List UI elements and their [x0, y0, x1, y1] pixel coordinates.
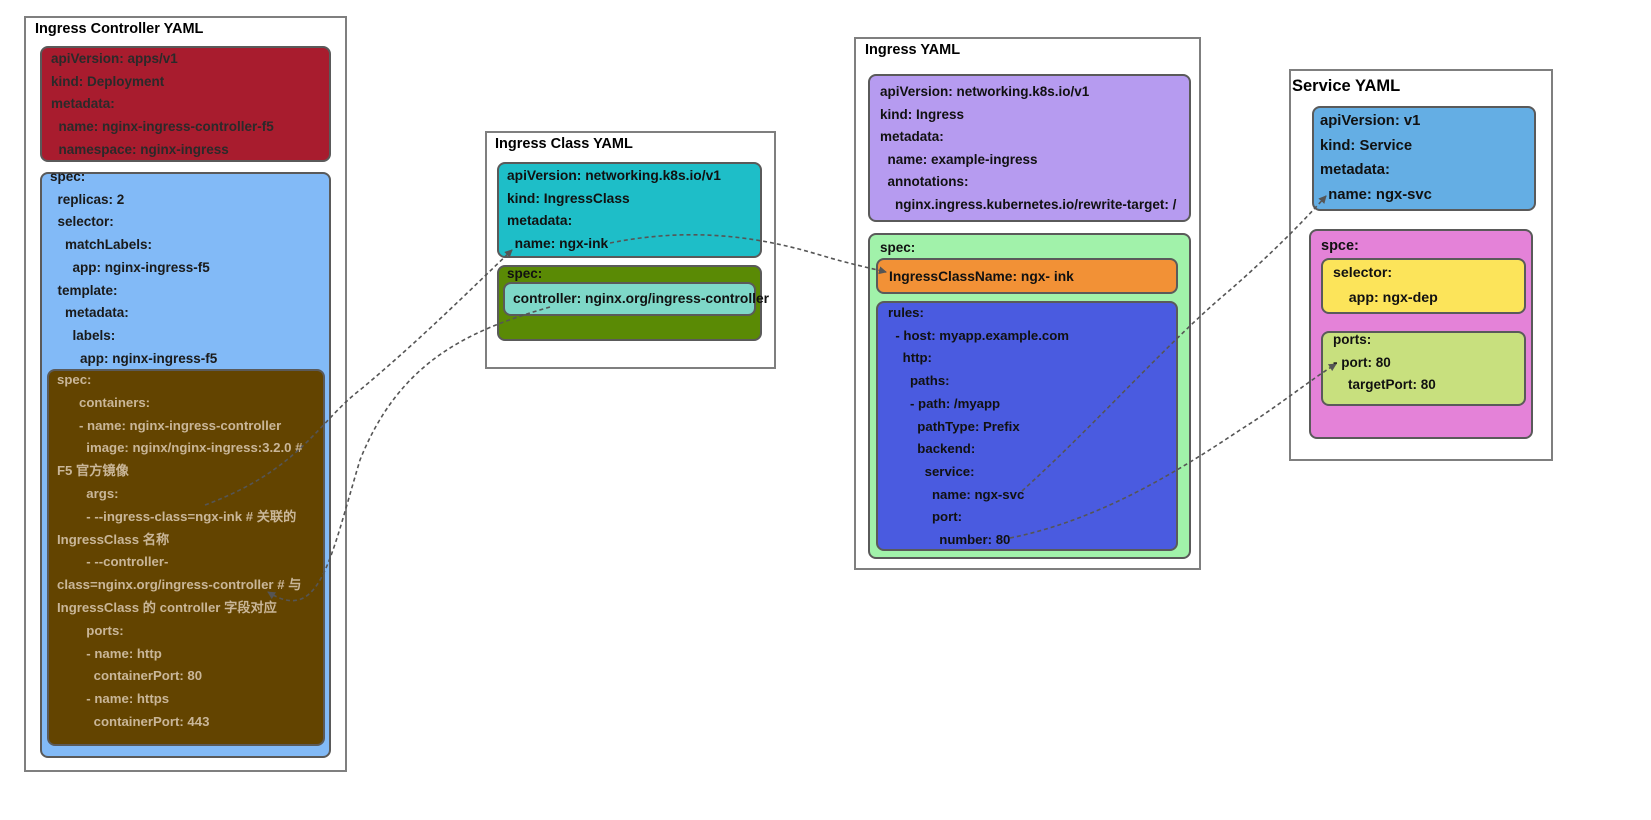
- ctrl-spec-line: selector:: [50, 214, 114, 230]
- svc-ports-line: targetPort: 80: [1333, 377, 1436, 392]
- ingress-frame-title: Ingress YAML: [865, 42, 961, 58]
- ing-rules-line: - host: myapp.example.com: [888, 327, 1070, 343]
- ctrl-meta-line: name: nginx-ingress-controller-f5: [51, 119, 274, 135]
- ing-spec-line: spec:: [880, 240, 916, 255]
- ctrl-pod-spec-line: IngressClass 名称: [57, 531, 170, 547]
- ic-meta-line: kind: IngressClass: [507, 190, 630, 206]
- svc-meta-line: apiVersion: v1: [1320, 113, 1421, 129]
- ing-rules-line: backend:: [888, 441, 976, 457]
- ing-rules-line: port:: [888, 509, 962, 525]
- ctrl-pod-spec-line: args:: [57, 486, 119, 501]
- ctrl-spec-line: app: nginx-ingress-f5: [50, 350, 218, 366]
- ingress-class-frame-title: Ingress Class YAML: [495, 136, 633, 152]
- ctrl-meta-line: kind: Deployment: [51, 73, 165, 89]
- ctrl-pod-spec-line: - name: https: [57, 691, 170, 707]
- svc-selector-line: app: ngx-dep: [1333, 289, 1438, 306]
- ctrl-pod-spec-line: - name: http: [57, 645, 162, 661]
- ctrl-pod-spec-line: spec:: [57, 372, 92, 387]
- ctrl-pod-spec-line: - name: nginx-ingress-controller: [57, 417, 282, 433]
- ing-rules-line: - path: /myapp: [888, 395, 1001, 411]
- ctrl-pod-spec-line: containers:: [57, 394, 151, 410]
- svc-meta-line: kind: Service: [1320, 137, 1413, 154]
- controller-metadata-block: [40, 46, 331, 162]
- ctrl-meta-line: apiVersion: apps/v1: [51, 51, 178, 66]
- ctrl-meta-line: namespace: nginx-ingress: [51, 141, 229, 157]
- ctrl-pod-spec-line: ports:: [57, 622, 124, 638]
- ing-rules-line: paths:: [888, 373, 950, 389]
- ctrl-pod-spec-line: F5 官方镜像: [57, 463, 129, 479]
- ing-rules-line: pathType: Prefix: [888, 418, 1020, 434]
- ctrl-spec-line: app: nginx-ingress-f5: [50, 259, 210, 275]
- ing-meta-line: name: example-ingress: [880, 151, 1038, 167]
- ctrl-spec-line: metadata:: [50, 305, 129, 321]
- ctrl-pod-spec-line: image: nginx/nginx-ingress:3.2.0 #: [57, 440, 303, 456]
- ctrl-pod-spec-line: IngressClass 的 controller 字段对应: [57, 600, 277, 615]
- ctrl-spec-line: matchLabels:: [50, 237, 153, 253]
- ing-meta-line: kind: Ingress: [880, 106, 965, 122]
- ing-rules-line: service:: [888, 463, 975, 479]
- svc-ports-line: - port: 80: [1333, 354, 1391, 370]
- ic-meta-line: apiVersion: networking.k8s.io/v1: [507, 168, 721, 183]
- ctrl-spec-line: spec:: [50, 169, 86, 184]
- ing-rules-line: number: 80: [888, 532, 1011, 547]
- service-metadata-block: [1312, 106, 1536, 211]
- ic-meta-line: name: ngx-ink: [507, 236, 609, 252]
- ctrl-pod-spec-line: containerPort: 443: [57, 714, 210, 729]
- ctrl-spec-line: replicas: 2: [50, 191, 125, 207]
- ing-meta-line: nginx.ingress.kubernetes.io/rewrite-targ…: [880, 197, 1177, 212]
- ing-rules-line: rules:: [888, 305, 924, 320]
- svc-meta-line: name: ngx-svc: [1320, 186, 1432, 203]
- ctrl-meta-line: metadata:: [51, 96, 115, 112]
- ctrl-pod-spec-line: - --ingress-class=ngx-ink # 关联的: [57, 508, 297, 524]
- ic-spec-line: spec:: [507, 266, 543, 281]
- ing-meta-line: annotations:: [880, 174, 969, 190]
- ctrl-pod-spec-line: containerPort: 80: [57, 668, 203, 684]
- ing-class-name-line: IngressClassName: ngx- ink: [889, 269, 1074, 284]
- ic-controller-line: controller: nginx.org/ingress-controller: [513, 291, 770, 306]
- ing-meta-line: metadata:: [880, 129, 944, 145]
- ic-meta-line: metadata:: [507, 213, 573, 229]
- svc-ports-line: ports:: [1333, 332, 1372, 347]
- ctrl-pod-spec-line: class=nginx.org/ingress-controller # 与: [57, 577, 302, 593]
- service-selector-block: [1321, 258, 1526, 314]
- svc-meta-line: metadata:: [1320, 162, 1390, 178]
- ingress-controller-frame-title: Ingress Controller YAML: [35, 21, 204, 37]
- service-ports-block: [1321, 331, 1526, 406]
- ctrl-spec-line: labels:: [50, 327, 116, 343]
- ing-rules-line: name: ngx-svc: [888, 486, 1025, 502]
- svc-spec-line: spce:: [1321, 238, 1359, 254]
- ctrl-spec-line: template:: [50, 282, 118, 298]
- ctrl-pod-spec-line: - --controller-: [57, 554, 169, 570]
- ing-rules-line: http:: [888, 350, 932, 366]
- svc-selector-line: selector:: [1333, 265, 1393, 281]
- ing-meta-line: apiVersion: networking.k8s.io/v1: [880, 84, 1090, 99]
- service-frame-title: Service YAML: [1292, 77, 1401, 95]
